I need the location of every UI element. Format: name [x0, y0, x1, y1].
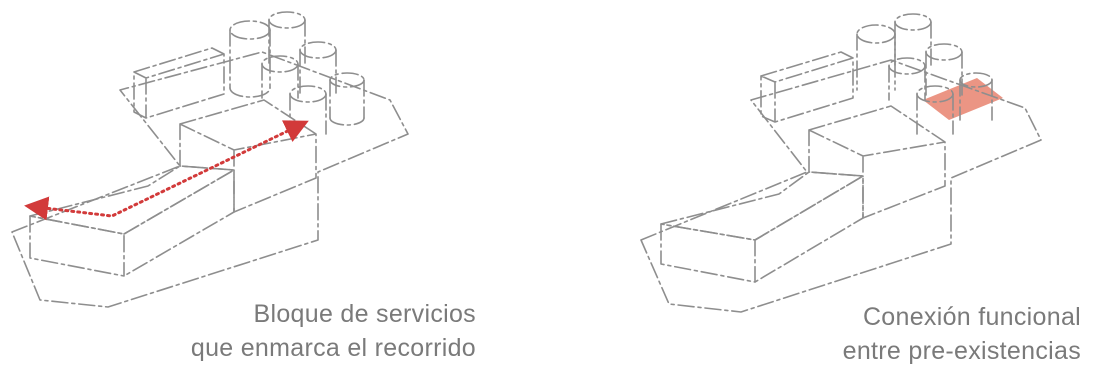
caption-line-2: que enmarca el recorrido: [190, 334, 476, 362]
axonometric-sketch-left: [11, 11, 409, 308]
silo: [856, 24, 896, 44]
caption-line-2: entre pre-existencias: [842, 337, 1081, 365]
diagram-panel-left: Bloque de servicios que enmarca el recor…: [11, 11, 476, 365]
caption-left: Bloque de servicios que enmarca el recor…: [191, 297, 476, 365]
service-block-tall: [179, 99, 317, 213]
circulation-arrow: [24, 120, 309, 221]
silo: [289, 85, 327, 103]
caption-right: Conexión funcional entre pre-existencias: [843, 300, 1081, 368]
service-block-top-a: [29, 165, 235, 235]
service-block-side: [123, 169, 235, 277]
service-block-tall: [808, 105, 946, 219]
caption-line-1: Conexión funcional: [862, 303, 1081, 331]
site-outline: [11, 51, 409, 308]
axonometric-sketch-right: [640, 13, 1042, 313]
silo: [894, 13, 932, 31]
caption-line-1: Bloque de servicios: [253, 300, 476, 328]
silo: [268, 11, 306, 29]
connection-area: [923, 78, 1003, 120]
diagram-panel-right: Conexión funcional entre pre-existencias: [551, 0, 1102, 369]
site-outline: [640, 59, 1042, 313]
existing-block-small: [133, 47, 225, 119]
service-block-top-a: [660, 171, 864, 241]
silo: [329, 72, 365, 88]
existing-block-small: [760, 51, 854, 123]
silo: [229, 20, 271, 40]
service-block-side: [754, 175, 864, 283]
